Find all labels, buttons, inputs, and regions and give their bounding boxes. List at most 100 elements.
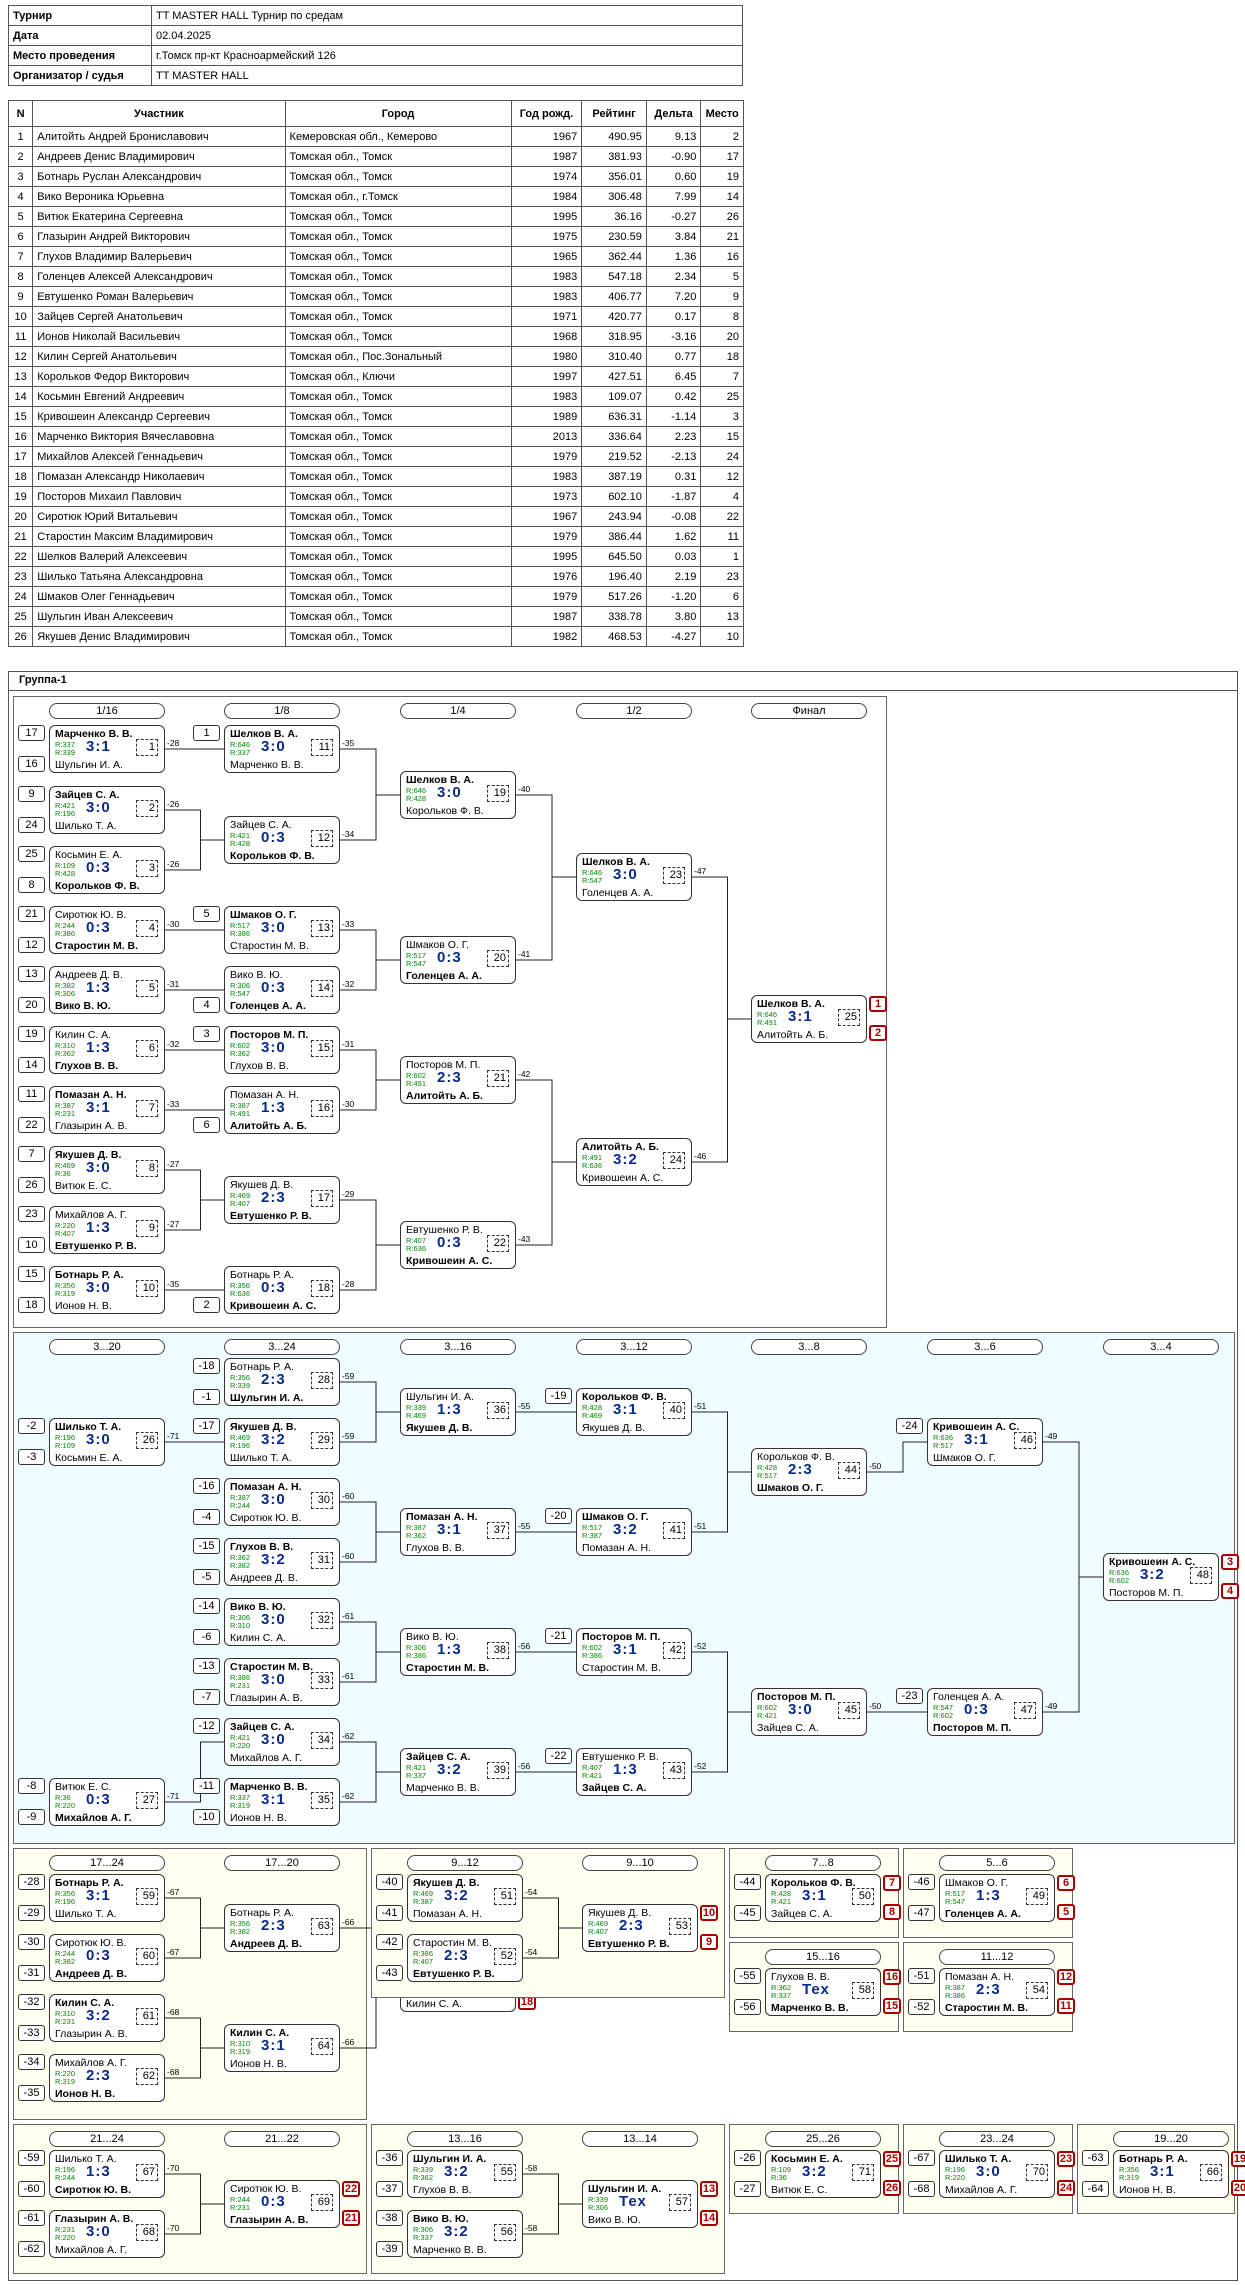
- player2-name: Михайлов А. Г.: [55, 2244, 128, 2256]
- bracket-connector: [692, 876, 751, 1020]
- player1-name: Зайцев С. А.: [230, 1721, 295, 1733]
- table-cell: 12: [7, 346, 34, 367]
- seed-box: -2: [18, 1418, 45, 1434]
- player2-name: Марченко В. В.: [413, 2244, 487, 2256]
- bracket-connector: [340, 1771, 400, 1803]
- player2-name: Глухов В. В.: [230, 1060, 289, 1072]
- seed-box: 2: [193, 1297, 220, 1313]
- match-number: 50: [852, 1888, 874, 1905]
- table-cell: 490.95: [581, 126, 647, 147]
- match-score: 3:0: [613, 866, 638, 883]
- match-score: 3:1: [788, 1008, 813, 1025]
- player1-name: Посторов М. П.: [757, 1691, 836, 1703]
- loser-destination: -46: [694, 1151, 707, 1161]
- match-number: 21: [487, 1070, 509, 1087]
- match-number: 38: [487, 1642, 509, 1659]
- loser-destination: -59: [342, 1431, 355, 1441]
- player1-rating: R:469: [413, 1889, 434, 1898]
- place-badge: 1: [869, 996, 887, 1012]
- player1-rating: R:339: [406, 1403, 427, 1412]
- match-number: 35: [311, 1792, 333, 1809]
- table-cell: 636.31: [581, 406, 647, 427]
- player2-rating: R:196: [230, 1441, 251, 1450]
- match-number: 31: [311, 1552, 333, 1569]
- bracket-lines: [523, 2173, 582, 2235]
- place-badge: 12: [1057, 1969, 1075, 1985]
- table-cell: Шилько Татьяна Александровна: [32, 566, 286, 587]
- table-cell: 356.01: [581, 166, 647, 187]
- player1-rating: R:646: [757, 1010, 778, 1019]
- seed-box: 3: [193, 1026, 220, 1042]
- match-number: 53: [669, 1918, 691, 1935]
- loser-destination: -61: [342, 1671, 355, 1681]
- loser-destination: -27: [167, 1159, 180, 1169]
- seed-box: 6: [193, 1117, 220, 1133]
- player1-name: Вико В. Ю.: [230, 1601, 286, 1613]
- player1-name: Шмаков О. Г.: [230, 909, 297, 921]
- match-number: 10: [136, 1280, 158, 1297]
- table-cell: 10: [7, 306, 34, 327]
- round-header: 1/2: [576, 703, 692, 719]
- match-score: 3:2: [261, 1431, 286, 1448]
- match-score: 3:0: [86, 1431, 111, 1448]
- round-header: 1/8: [224, 703, 340, 719]
- column-header: Участник: [32, 100, 286, 127]
- match-score: 1:3: [613, 1761, 638, 1778]
- match-number: 69: [311, 2194, 333, 2211]
- match-score: 3:0: [261, 1731, 286, 1748]
- seed-box: 9: [18, 786, 45, 802]
- loser-destination: -26: [167, 799, 180, 809]
- column-header: Место: [700, 100, 744, 127]
- player1-rating: R:244: [55, 921, 76, 930]
- loser-destination: -33: [167, 1099, 180, 1109]
- player1-name: Евтушенко Р. В.: [406, 1224, 483, 1236]
- table-cell: 2: [7, 146, 34, 167]
- seed-box: 19: [18, 1026, 45, 1042]
- round-header: 1/4: [400, 703, 516, 719]
- player2-rating: R:319: [55, 1289, 76, 1298]
- table-cell: 17: [7, 446, 34, 467]
- table-cell: Марченко Виктория Вячеславовна: [32, 426, 286, 447]
- seed-box: 4: [193, 997, 220, 1013]
- seed-box: 23: [18, 1206, 45, 1222]
- match-number: 33: [311, 1672, 333, 1689]
- table-cell: 6: [7, 226, 34, 247]
- player2-name: Помазан А. Н.: [582, 1542, 652, 1554]
- seed-box: -19: [545, 1388, 572, 1404]
- player2-rating: R:36: [55, 1169, 71, 1178]
- seed-box: -31: [18, 1965, 45, 1981]
- table-cell: 15: [7, 406, 34, 427]
- match-number: 11: [311, 739, 333, 756]
- table-cell: 11: [700, 526, 744, 547]
- match-number: 18: [311, 1280, 333, 1297]
- player2-name: Шульгин И. А.: [55, 759, 123, 771]
- seed-box: 8: [18, 877, 45, 893]
- table-cell: 15: [700, 426, 744, 447]
- seed-box: -51: [908, 1968, 935, 1984]
- player1-name: Шелков В. А.: [406, 774, 474, 786]
- player2-rating: R:636: [406, 1244, 427, 1253]
- player2-name: Зайцев С. А.: [757, 1722, 819, 1734]
- bracket-connector: [692, 1471, 751, 1533]
- table-cell: 362.44: [581, 246, 647, 267]
- round-header: 3...8: [751, 1339, 867, 1355]
- player1-name: Ботнарь Р. А.: [55, 1877, 124, 1889]
- seed-box: -5: [193, 1569, 220, 1585]
- player1-name: Помазан А. Н.: [230, 1481, 302, 1493]
- match-number: 57: [669, 2194, 691, 2211]
- player1-name: Шилько Т. А.: [55, 1421, 122, 1433]
- table-cell: Томская обл., Пос.Зональный: [284, 346, 512, 367]
